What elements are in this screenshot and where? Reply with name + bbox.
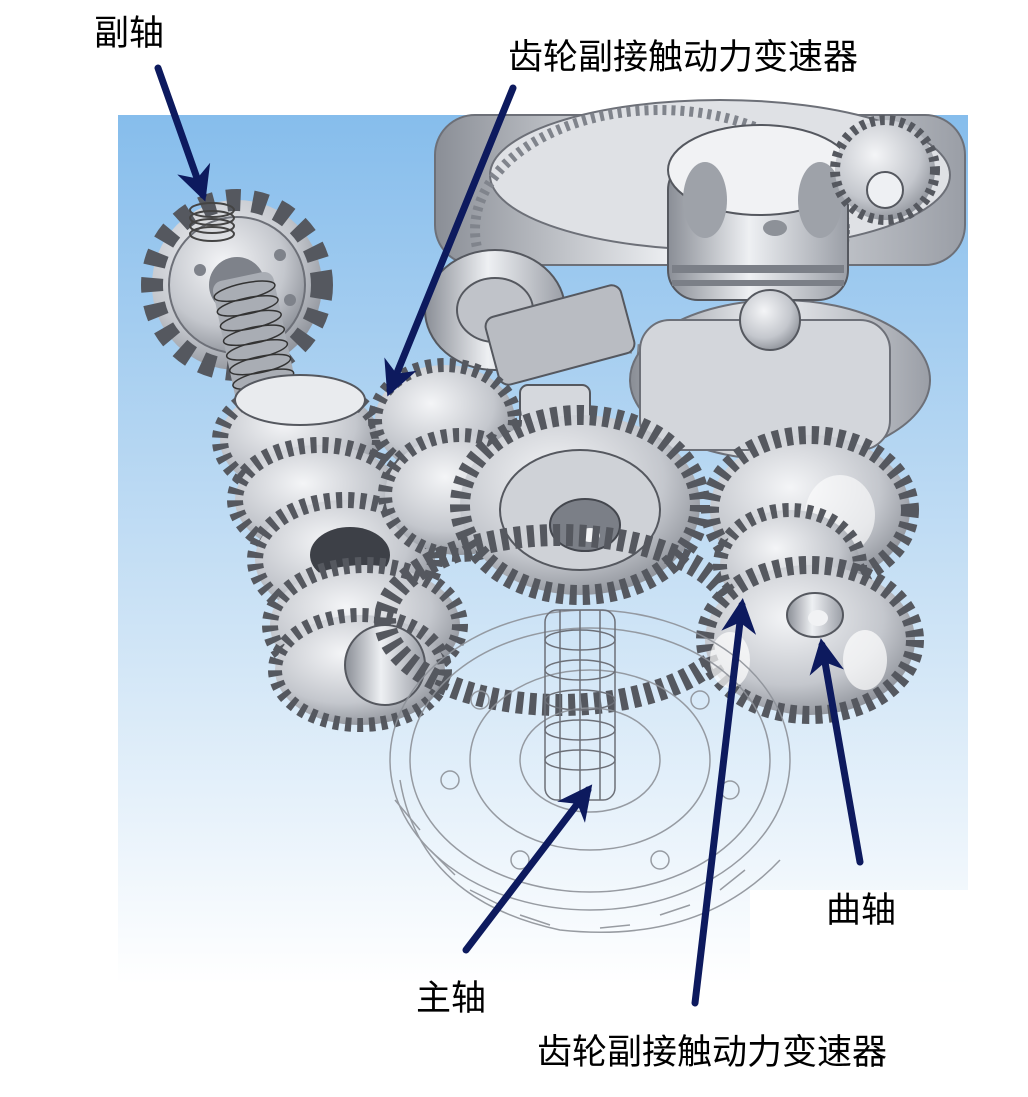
arrows bbox=[154, 64, 864, 1007]
arrow-gear-transmission-top bbox=[384, 84, 517, 397]
mainshaft-label: 主轴 bbox=[416, 979, 487, 1019]
central-drive-gear bbox=[450, 405, 710, 605]
spring bbox=[189, 202, 235, 242]
arrow-countershaft bbox=[154, 64, 211, 202]
crankshaft-label: 曲轴 bbox=[826, 891, 897, 931]
arrow-crankshaft bbox=[809, 638, 864, 866]
arrow-mainshaft bbox=[462, 784, 593, 954]
gear-transmission-label-bottom: 齿轮副接触动力变速器 bbox=[537, 1033, 888, 1073]
arrow-gear-transmission-bottom bbox=[691, 598, 757, 1007]
lower-right-white-area bbox=[750, 890, 980, 980]
gear-transmission-label-top: 齿轮副接触动力变速器 bbox=[508, 38, 859, 78]
piston bbox=[667, 124, 853, 351]
small-top-gear bbox=[830, 115, 940, 225]
countershaft-label: 副轴 bbox=[94, 14, 165, 54]
mainshaft-spline bbox=[544, 609, 616, 801]
clutch-housing-wireframe bbox=[389, 609, 791, 933]
